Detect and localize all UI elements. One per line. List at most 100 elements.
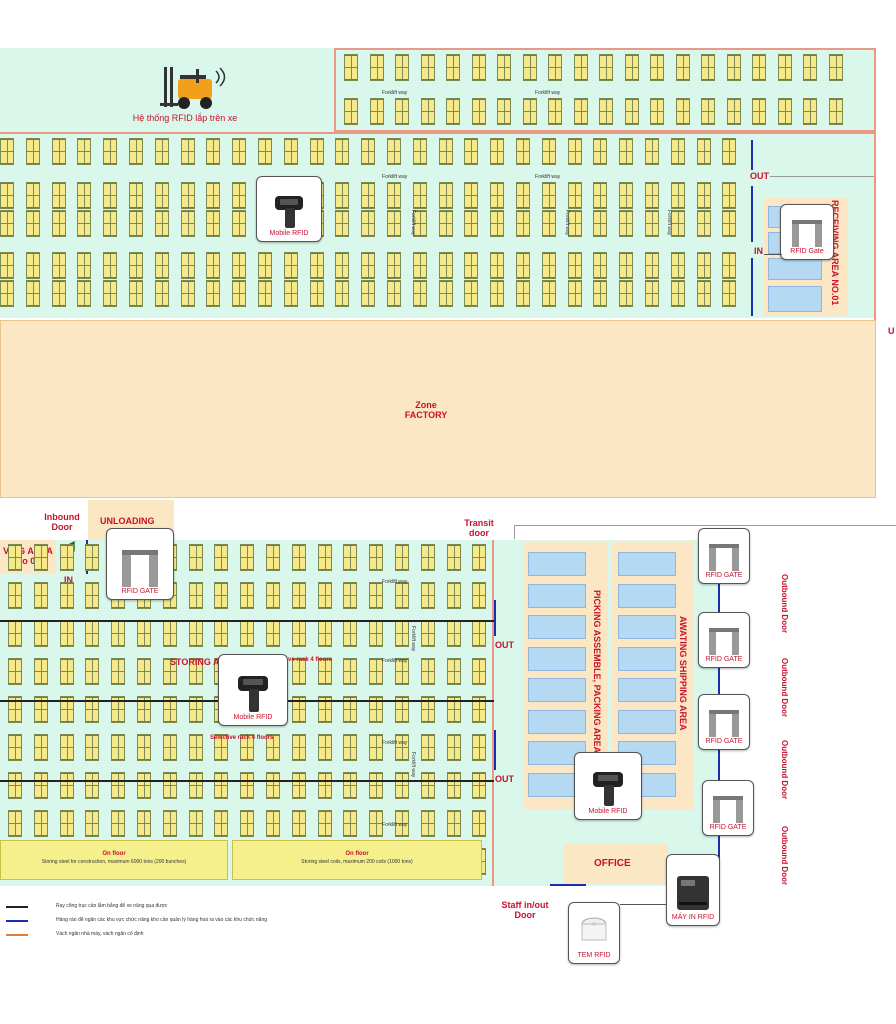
- rack-unit: [675, 54, 690, 81]
- mobile-rfid-card: Mobile RFID: [218, 654, 288, 726]
- legend-swatch: [6, 920, 28, 922]
- forklift-way-label: Forklift way: [535, 90, 561, 96]
- rack-unit: [0, 210, 14, 237]
- forklift-icon: [160, 65, 230, 111]
- rack-unit: [129, 182, 143, 209]
- rack-unit: [343, 658, 358, 685]
- rack-unit: [266, 810, 280, 837]
- rack-unit: [206, 182, 221, 209]
- rack-unit: [33, 658, 48, 685]
- rack-unit: [464, 138, 479, 165]
- rack-unit: [188, 544, 203, 571]
- forklift-way-vertical: Forklift way: [410, 626, 416, 652]
- rack-unit: [438, 252, 453, 279]
- rack-unit: [670, 210, 685, 237]
- fence-line: [550, 884, 586, 886]
- rack-unit: [803, 54, 817, 81]
- rack-unit: [395, 734, 409, 761]
- rack-unit: [111, 772, 126, 799]
- rack-unit: [335, 210, 350, 237]
- rfid-gate-icon: [709, 544, 739, 571]
- rack-unit: [387, 280, 401, 307]
- rack-unit: [490, 280, 505, 307]
- rack-unit: [420, 696, 435, 723]
- rack-unit: [343, 582, 358, 609]
- rfid-gate-icon: [792, 220, 822, 247]
- forklift-way-label: Forklift way: [382, 174, 408, 180]
- rack-unit: [51, 210, 66, 237]
- rack-unit: [258, 138, 272, 165]
- in-label: IN: [64, 575, 73, 585]
- rack-unit: [266, 544, 280, 571]
- rack-unit: [645, 252, 659, 279]
- rack-unit: [490, 182, 505, 209]
- rack-unit: [412, 182, 427, 209]
- rack-unit: [828, 98, 843, 125]
- staging-slot: [528, 583, 586, 608]
- rack-unit: [317, 582, 332, 609]
- rack-unit: [59, 696, 74, 723]
- rack-unit: [722, 210, 737, 237]
- rack-unit: [85, 620, 100, 647]
- rack-unit: [516, 138, 530, 165]
- rack-unit: [33, 696, 48, 723]
- rack-unit: [593, 280, 608, 307]
- rack-unit: [232, 252, 247, 279]
- forklift-way-vertical: Forklift way: [666, 210, 672, 236]
- rack-unit: [266, 734, 280, 761]
- rack-unit: [240, 544, 255, 571]
- rack-unit: [291, 734, 306, 761]
- rack-unit: [103, 252, 118, 279]
- rack-unit: [722, 182, 737, 209]
- rack-unit: [33, 544, 48, 571]
- rfid-handheld-icon: [275, 196, 303, 228]
- forklift-way-label: Forklift way: [382, 740, 408, 746]
- rack-unit: [162, 658, 177, 685]
- rack-unit: [335, 252, 350, 279]
- rack-unit: [395, 98, 409, 125]
- rack-unit: [670, 252, 685, 279]
- rack-unit: [497, 54, 511, 81]
- rack-unit: [111, 620, 126, 647]
- rack-unit: [619, 138, 634, 165]
- rack-unit: [51, 252, 66, 279]
- rack-unit: [162, 772, 177, 799]
- offpage-label: U: [888, 326, 895, 336]
- rack-unit: [258, 280, 272, 307]
- rack-unit: [0, 138, 14, 165]
- office-label: OFFICE: [594, 858, 631, 869]
- rack-unit: [8, 658, 22, 685]
- rack-unit: [490, 138, 505, 165]
- rack-unit: [77, 182, 92, 209]
- rack-unit: [548, 54, 562, 81]
- rack-unit: [85, 658, 100, 685]
- rack-unit: [283, 280, 298, 307]
- rack-unit: [85, 544, 100, 571]
- forklift-way-vertical: Forklift way: [410, 752, 416, 778]
- rack-unit: [317, 772, 332, 799]
- staging-slot: [618, 583, 676, 608]
- rfid-gate-icon: [709, 628, 739, 655]
- outbound-door-label: Outbound Door: [780, 826, 789, 886]
- rack-unit: [395, 772, 409, 799]
- rack-unit: [33, 734, 48, 761]
- staging-slot: [528, 552, 586, 576]
- printer-connector: [620, 904, 666, 905]
- fence-line: [494, 730, 496, 770]
- rack-unit: [696, 182, 711, 209]
- rfid-printer-card: MÁY IN RFID: [666, 854, 720, 926]
- rack-unit: [701, 54, 715, 81]
- rfid-handheld-icon: [238, 676, 268, 712]
- rack-unit: [317, 620, 332, 647]
- rfid-gate-card: RFID GATE: [698, 528, 750, 584]
- rack-unit: [343, 696, 358, 723]
- rack-unit: [343, 544, 358, 571]
- rfid-gate-card: RFID GATE: [702, 780, 754, 836]
- rack-unit: [214, 734, 229, 761]
- rack-unit: [214, 582, 229, 609]
- receiving-area-2-label: VING AREA No 02: [3, 546, 53, 566]
- rack-unit: [0, 280, 14, 307]
- rack-unit: [206, 280, 221, 307]
- rack-unit: [291, 544, 306, 571]
- rack-unit: [420, 772, 435, 799]
